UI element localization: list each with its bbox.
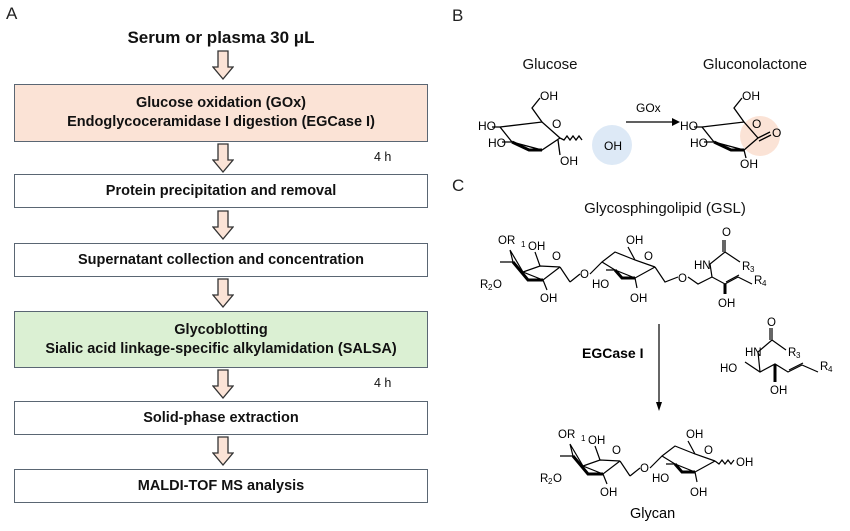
- step-supernatant: Supernatant collection and concentration: [14, 243, 428, 277]
- enzyme-label-gox: GOx: [636, 101, 661, 115]
- glucose-label: Glucose: [522, 56, 578, 73]
- atom-label: O: [678, 273, 687, 285]
- atom-label: O: [767, 317, 776, 329]
- step-line: MALDI-TOF MS analysis: [137, 477, 305, 494]
- atom-label: HO: [478, 119, 496, 133]
- panel-label-a: A: [6, 4, 18, 23]
- step-glucose-oxidation: Glucose oxidation (GOx) Endoglycoceramid…: [14, 84, 428, 142]
- panel-label-c: C: [452, 176, 465, 195]
- atom-label: 4: [828, 365, 833, 374]
- enzyme-label-egcase: EGCase I: [582, 345, 643, 361]
- step-glycoblotting: Glycoblotting Sialic acid linkage-specif…: [14, 311, 428, 368]
- atom-label: OH: [718, 298, 735, 310]
- atom-label: OH: [630, 293, 647, 305]
- duration-label: 4 h: [374, 376, 392, 390]
- gsl-label: Glycosphingolipid (GSL): [584, 200, 746, 217]
- arrow-head-icon: [656, 402, 662, 411]
- atom-label: O: [580, 269, 589, 281]
- step-line: Glycoblotting: [174, 321, 268, 338]
- egcase-scheme: OR 1 OH O R 2 O OH O OH O HO OH O O HN R…: [480, 227, 833, 522]
- atom-label: 2: [548, 477, 553, 486]
- step-solid-phase-extraction: Solid-phase extraction: [14, 401, 428, 435]
- atom-label: O: [644, 251, 653, 263]
- atom-label: OH: [540, 89, 558, 103]
- anomeric-highlight: [592, 125, 632, 165]
- down-arrow-icon: [212, 143, 234, 173]
- atom-label: OR: [558, 429, 575, 441]
- atom-label: HO: [720, 363, 737, 375]
- arrow-head-icon: [672, 118, 680, 126]
- gsl-structure: [500, 240, 753, 294]
- atom-label: 3: [796, 351, 801, 360]
- atom-label: O: [640, 463, 649, 475]
- step-line: Sialic acid linkage-specific alkylamidat…: [45, 340, 397, 357]
- atom-label: O: [493, 279, 502, 291]
- atom-label: OH: [690, 487, 707, 499]
- atom-label: HO: [680, 119, 698, 133]
- down-arrow-icon: [212, 369, 234, 399]
- atom-label: OH: [736, 457, 753, 469]
- atom-label: R: [742, 261, 750, 273]
- atom-label: O: [752, 117, 761, 131]
- step-line: Endoglycoceramidase I digestion (EGCase …: [67, 114, 375, 130]
- atom-label: 2: [488, 283, 493, 292]
- atom-label: OH: [686, 429, 703, 441]
- atom-label: 4: [762, 279, 767, 288]
- atom-label: OH: [740, 157, 758, 170]
- atom-label: O: [772, 126, 781, 140]
- panel-label-b: B: [452, 6, 464, 25]
- atom-label: R: [754, 275, 762, 287]
- atom-label: OH: [626, 235, 643, 247]
- atom-label: HN: [745, 347, 762, 359]
- glucose-oxidation-scheme: OH O HO HO OH OH GOx OH O HO HO OH O: [478, 89, 781, 170]
- step-line: Solid-phase extraction: [143, 409, 299, 426]
- ceramide-structure: [744, 328, 819, 382]
- atom-label: R: [480, 279, 488, 291]
- glycan-structure: [560, 440, 735, 485]
- atom-label: R: [788, 347, 796, 359]
- atom-label: OH: [600, 487, 617, 499]
- lactone-highlight: [740, 116, 780, 156]
- atom-label: HN: [694, 260, 711, 272]
- gluconolactone-label: Gluconolactone: [702, 56, 808, 73]
- atom-label: OH: [588, 435, 605, 447]
- atom-label: HO: [592, 279, 609, 291]
- atom-label: OH: [604, 139, 622, 153]
- atom-label: OH: [770, 385, 787, 397]
- atom-label: HO: [488, 136, 506, 150]
- atom-label: O: [704, 445, 713, 457]
- atom-label: 3: [750, 265, 755, 274]
- atom-label: OH: [560, 154, 578, 168]
- down-arrow-icon: [212, 50, 234, 80]
- atom-label: O: [553, 473, 562, 485]
- glycan-label: Glycan: [630, 506, 675, 522]
- down-arrow-icon: [212, 436, 234, 466]
- down-arrow-icon: [212, 278, 234, 308]
- atom-label: HO: [690, 136, 708, 150]
- atom-label: O: [722, 227, 731, 239]
- down-arrow-icon: [212, 210, 234, 240]
- step-line: Glucose oxidation (GOx): [136, 95, 306, 111]
- atom-label: 1: [581, 434, 586, 443]
- atom-label: 1: [521, 240, 526, 249]
- atom-label: OH: [540, 293, 557, 305]
- step-line: Protein precipitation and removal: [105, 182, 337, 199]
- atom-label: O: [552, 251, 561, 263]
- atom-label: O: [552, 117, 561, 131]
- atom-label: R: [820, 361, 828, 373]
- atom-label: HO: [652, 473, 669, 485]
- step-protein-precipitation: Protein precipitation and removal: [14, 174, 428, 208]
- atom-label: OH: [742, 89, 760, 103]
- step-maldi-tof: MALDI-TOF MS analysis: [14, 469, 428, 503]
- glucose-structure: [492, 97, 583, 156]
- duration-label: 4 h: [374, 150, 392, 164]
- atom-label: OR: [498, 235, 515, 247]
- atom-label: O: [612, 445, 621, 457]
- step-line: Supernatant collection and concentration: [77, 251, 364, 268]
- atom-label: R: [540, 473, 548, 485]
- sample-title: Serum or plasma 30 μL: [127, 28, 315, 47]
- atom-label: OH: [528, 241, 545, 253]
- gluconolactone-structure: [694, 97, 772, 159]
